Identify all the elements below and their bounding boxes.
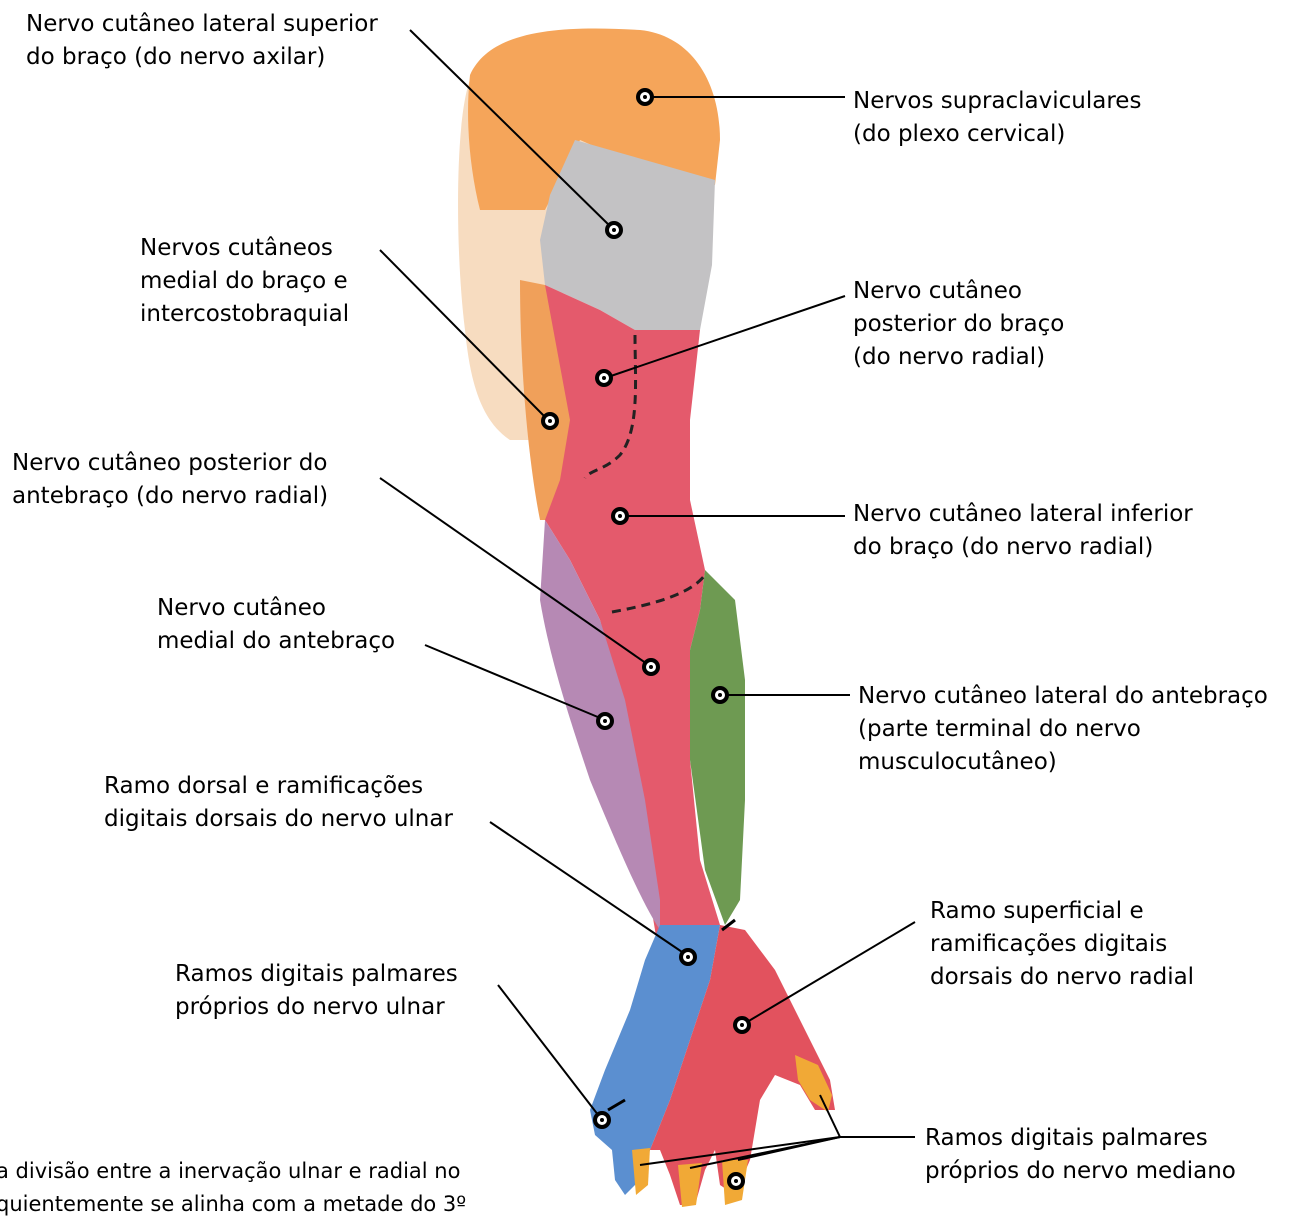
label-supraclavicular: Nervos supraclaviculares (do plexo cervi… [853, 85, 1141, 151]
label-ulnar-palmar: Ramos digitais palmares próprios do nerv… [175, 958, 458, 1024]
marker-posterior-forearm [644, 660, 658, 674]
marker-radial-superficial [735, 1018, 749, 1032]
marker-ulnar-palmar [595, 1113, 609, 1127]
marker-supraclavicular [638, 90, 652, 104]
marker-medial-arm [543, 414, 557, 428]
label-radial-superficial: Ramo superficial e ramificações digitais… [930, 895, 1194, 994]
footnote: a divisão entre a inervação ulnar e radi… [0, 1155, 466, 1221]
label-inferior-lateral-arm: Nervo cutâneo lateral inferior do braço … [853, 498, 1193, 564]
label-ulnar-dorsal: Ramo dorsal e ramificações digitais dors… [104, 770, 453, 836]
marker-lateral-forearm [713, 688, 727, 702]
label-medial-arm: Nervos cutâneos medial do braço e interc… [140, 232, 349, 331]
label-posterior-forearm: Nervo cutâneo posterior do antebraço (do… [12, 447, 328, 513]
marker-inferior-lateral-arm [613, 509, 627, 523]
region-median-tip-3 [632, 1148, 650, 1195]
marker-medial-forearm [598, 714, 612, 728]
label-medial-forearm: Nervo cutâneo medial do antebraço [157, 592, 395, 658]
leader-ulnar-palmar [498, 985, 602, 1120]
marker-posterior-arm [597, 371, 611, 385]
region-median-tip-2 [678, 1163, 702, 1207]
marker-axillary [607, 223, 621, 237]
marker-ulnar-dorsal [681, 950, 695, 964]
label-median-palmar: Ramos digitais palmares próprios do nerv… [925, 1122, 1236, 1188]
label-lateral-forearm: Nervo cutâneo lateral do antebraço (part… [858, 680, 1268, 779]
label-posterior-arm: Nervo cutâneo posterior do braço (do ner… [853, 275, 1064, 374]
marker-median-tip [729, 1174, 743, 1188]
label-axillary: Nervo cutâneo lateral superior do braço … [26, 8, 378, 74]
